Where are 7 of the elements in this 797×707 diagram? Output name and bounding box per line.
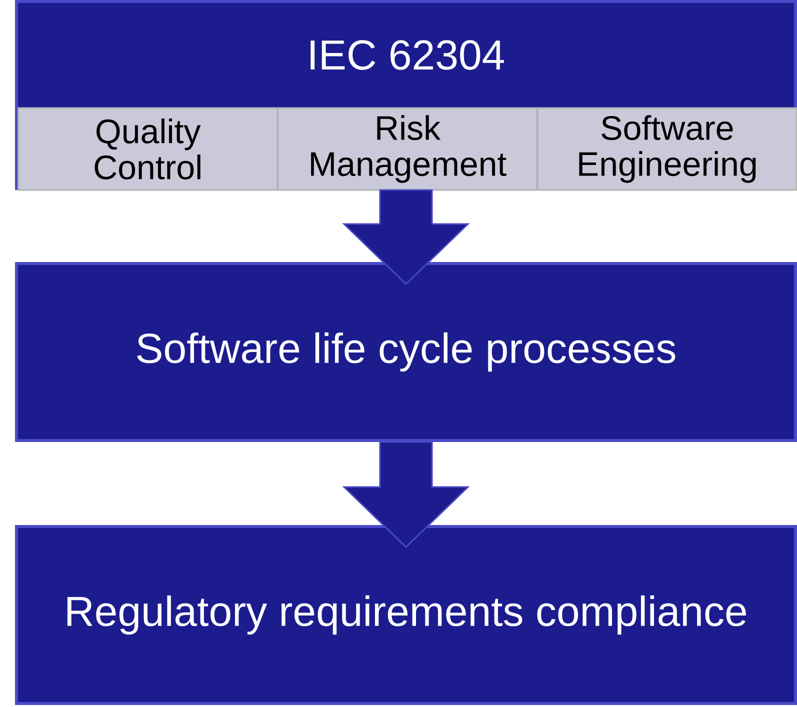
block-arrow [342, 441, 470, 548]
process-box: Regulatory requirements compliance [15, 525, 797, 705]
process-box: Software life cycle processes [15, 262, 797, 442]
topic-tile: Risk Management [277, 107, 538, 191]
topic-tile: Quality Control [18, 107, 278, 191]
block-arrow [342, 189, 470, 286]
topic-tile: Software Engineering [536, 107, 797, 191]
